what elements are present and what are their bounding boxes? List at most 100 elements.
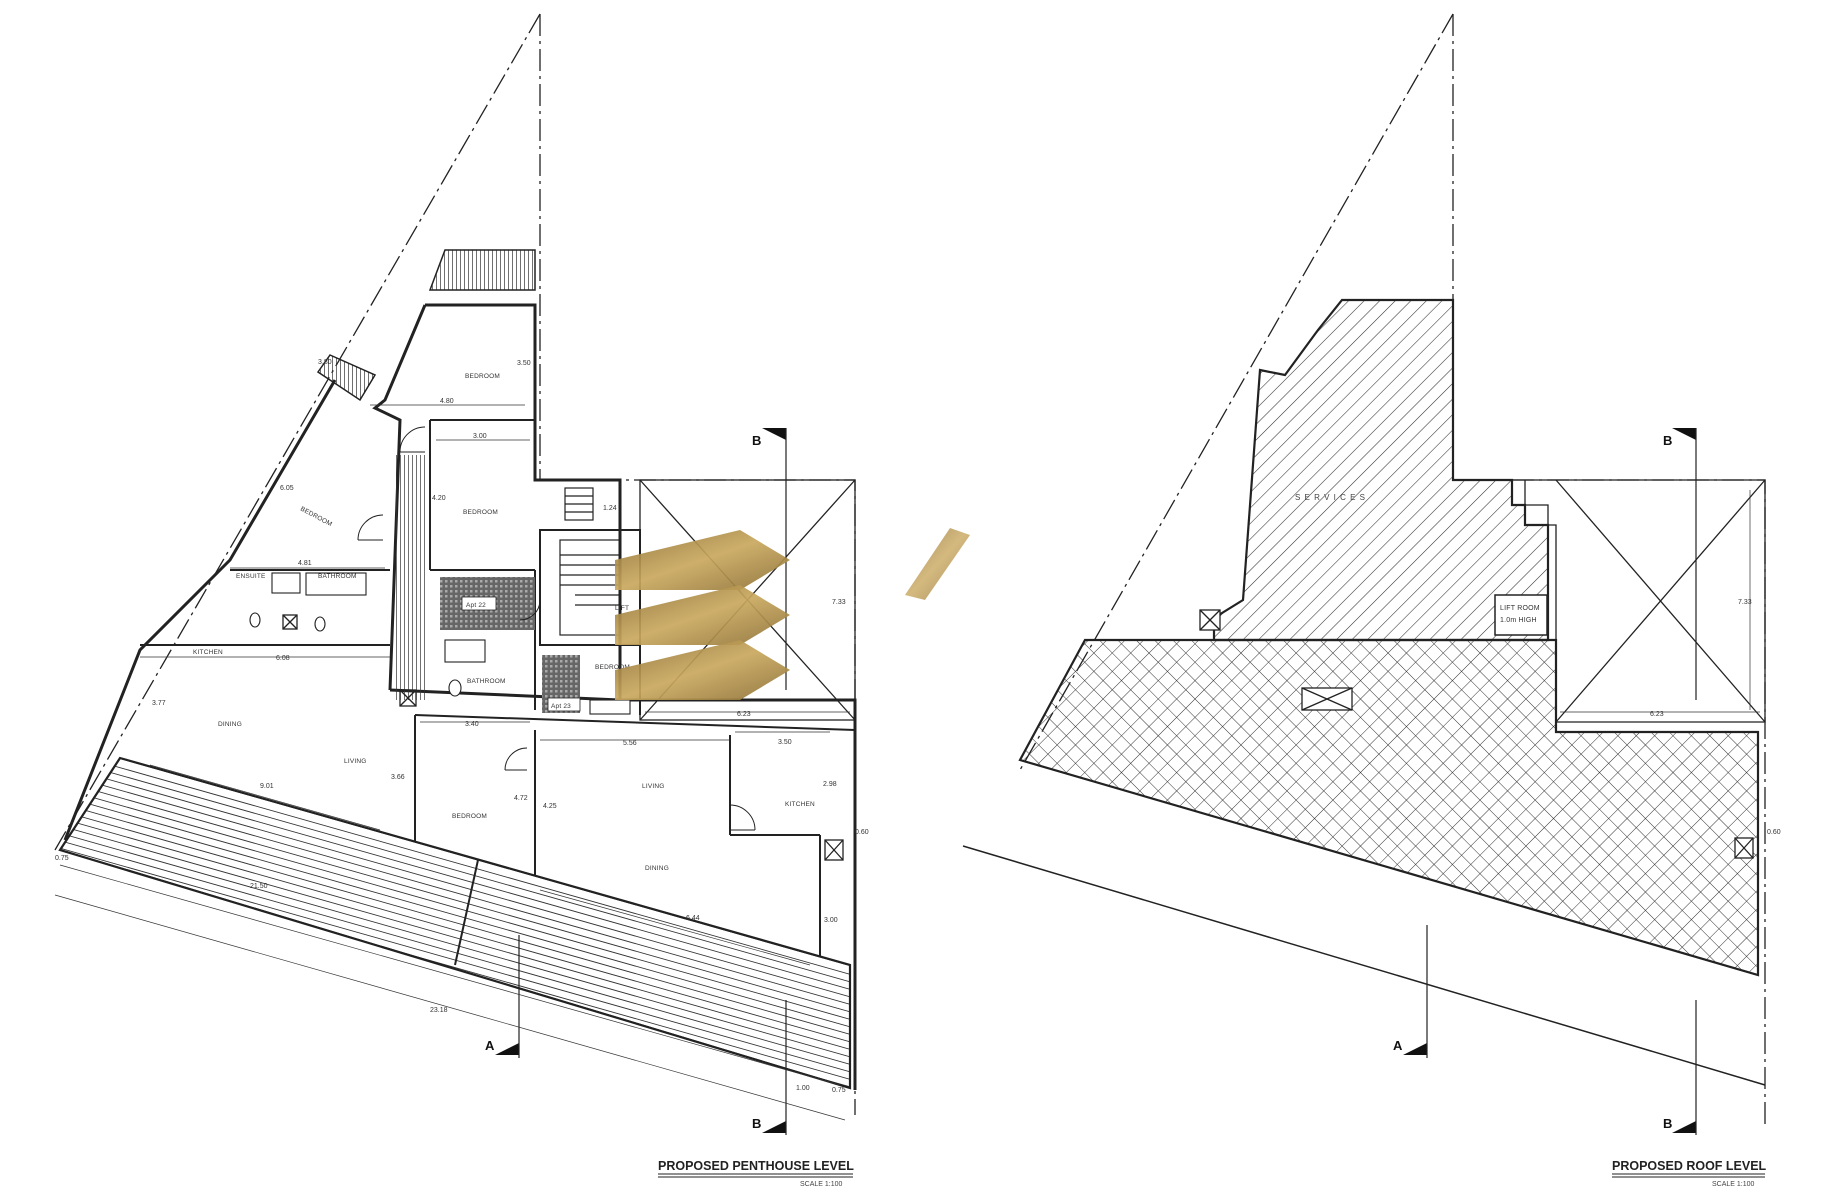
lift-shaft-void bbox=[1512, 479, 1766, 723]
room-label: BEDROOM bbox=[595, 664, 630, 671]
dimension-label: 4.25 bbox=[543, 803, 557, 810]
section-marker-b-bottom: B bbox=[752, 1000, 787, 1135]
apartment-tag bbox=[461, 596, 497, 611]
door-swings bbox=[357, 426, 756, 831]
dimension-label: 3.50 bbox=[517, 360, 531, 367]
dimension-label: 4.81 bbox=[298, 560, 312, 567]
deck-board-line bbox=[60, 789, 850, 1026]
room-label: BATHROOM bbox=[467, 678, 506, 685]
dimension-lines bbox=[54, 404, 850, 1121]
room-label: DINING bbox=[645, 865, 669, 872]
room-label: LIVING bbox=[344, 758, 367, 765]
terrace-divider bbox=[454, 859, 479, 966]
apartment-tag bbox=[547, 697, 581, 712]
deck-board-line bbox=[60, 759, 850, 996]
drawing-title: PROPOSED PENTHOUSE LEVEL bbox=[658, 1159, 854, 1173]
section-label: A bbox=[485, 1038, 495, 1053]
dimension-label: 0.75 bbox=[832, 1087, 846, 1094]
agency-logo-watermark[interactable] bbox=[615, 528, 970, 700]
external-stair bbox=[316, 354, 377, 402]
vent-shaft bbox=[1199, 609, 1754, 859]
dimension-label: 0.60 bbox=[855, 829, 869, 836]
penthouse-title-block: PROPOSED PENTHOUSE LEVEL SCALE 1:100 bbox=[658, 1159, 854, 1188]
deck-board-line bbox=[60, 758, 850, 988]
deck-board-line bbox=[60, 804, 850, 1041]
dimension-label: 3.40 bbox=[465, 721, 479, 728]
dimension-label: 7.33 bbox=[832, 599, 846, 606]
section-marker-b-top: B bbox=[1663, 428, 1697, 700]
dimension-label: 7.33 bbox=[1738, 599, 1752, 606]
deck-board-line bbox=[60, 842, 850, 1078]
room-label: LIVING bbox=[642, 783, 665, 790]
deck-board-line bbox=[60, 774, 850, 1011]
dimension-label: 3.77 bbox=[152, 700, 166, 707]
deck-board-line bbox=[60, 834, 850, 1071]
dimension-label: 6.08 bbox=[276, 655, 290, 662]
lift-room-box bbox=[1494, 594, 1548, 636]
roof-level-plan: LIFT ROOM 1.0m HIGH S E R V I C E S 7.33… bbox=[962, 13, 1781, 1188]
drawing-title: PROPOSED ROOF LEVEL bbox=[1612, 1159, 1767, 1173]
dimension-label: 1.00 bbox=[796, 1085, 810, 1092]
dimension-label: 23.18 bbox=[430, 1007, 448, 1014]
section-label: B bbox=[752, 433, 761, 448]
room-label: LIFT bbox=[615, 605, 629, 612]
room-label: BEDROOM bbox=[299, 506, 333, 529]
external-stair bbox=[428, 249, 536, 291]
deck-board-line bbox=[60, 767, 850, 1003]
dimension-label: 3.50 bbox=[778, 739, 792, 746]
room-label: BATHROOM bbox=[318, 573, 357, 580]
drawing-scale: SCALE 1:100 bbox=[800, 1181, 843, 1188]
dimension-label: 1.24 bbox=[603, 505, 617, 512]
deck-board-line bbox=[60, 797, 850, 1033]
dimension-label: 21.50 bbox=[250, 883, 268, 890]
dimension-label: 3.00 bbox=[473, 433, 487, 440]
vent-shaft bbox=[282, 614, 844, 861]
dimension-label: 5.56 bbox=[623, 740, 637, 747]
room-label: DINING bbox=[218, 721, 242, 728]
dimension-lines bbox=[1560, 490, 1760, 713]
dimension-label: 0.75 bbox=[55, 855, 69, 862]
dimension-label: 3.00 bbox=[824, 917, 838, 924]
apartment-label: Apt 23 bbox=[551, 703, 571, 710]
section-label: B bbox=[1663, 1116, 1672, 1131]
room-label: ENSUITE bbox=[236, 573, 266, 580]
roof-terrace-area bbox=[1018, 638, 1760, 977]
room-label: KITCHEN bbox=[193, 649, 223, 656]
deck-board-line bbox=[60, 827, 850, 1063]
room-label: BEDROOM bbox=[463, 509, 498, 516]
deck-board-line bbox=[60, 812, 850, 1048]
drawing-scale: SCALE 1:100 bbox=[1712, 1181, 1755, 1188]
roof-title-block: PROPOSED ROOF LEVEL SCALE 1:100 bbox=[1612, 1159, 1767, 1188]
dimension-label: 0.60 bbox=[1767, 829, 1781, 836]
terrace-outline bbox=[58, 756, 852, 1090]
dimension-label: 4.80 bbox=[440, 398, 454, 405]
dimension-label: 9.01 bbox=[260, 783, 274, 790]
dimension-label: 3.80 bbox=[318, 359, 332, 366]
services-area bbox=[1212, 298, 1550, 642]
dimension-label: 2.98 bbox=[823, 781, 837, 788]
lift-room-height: 1.0m HIGH bbox=[1500, 617, 1537, 624]
site-boundary-line bbox=[1019, 13, 1454, 771]
section-label: B bbox=[1663, 433, 1672, 448]
site-boundary-line bbox=[54, 13, 541, 851]
corridor-hatch bbox=[393, 455, 425, 700]
services-label: S E R V I C E S bbox=[1295, 493, 1366, 502]
dimension-label: 3.66 bbox=[391, 774, 405, 781]
room-label: BEDROOM bbox=[465, 373, 500, 380]
roof-edge-line bbox=[962, 845, 1766, 1086]
dimension-label: 6.23 bbox=[737, 711, 751, 718]
apartment-label: Apt 22 bbox=[466, 602, 486, 609]
dimension-label: 6.05 bbox=[280, 485, 294, 492]
dimension-label: 4.72 bbox=[514, 795, 528, 802]
dimension-label: 4.20 bbox=[432, 495, 446, 502]
dimension-label: 6.44 bbox=[686, 915, 700, 922]
deck-board-line bbox=[60, 819, 850, 1056]
section-marker-b-bottom: B bbox=[1663, 1000, 1697, 1135]
section-marker-a: A bbox=[485, 935, 520, 1058]
section-label: A bbox=[1393, 1038, 1403, 1053]
deck-board-line bbox=[60, 782, 850, 1018]
section-marker-a: A bbox=[1393, 925, 1428, 1058]
deck-board-line bbox=[60, 758, 850, 981]
lift-room-label: LIFT ROOM bbox=[1500, 605, 1540, 612]
